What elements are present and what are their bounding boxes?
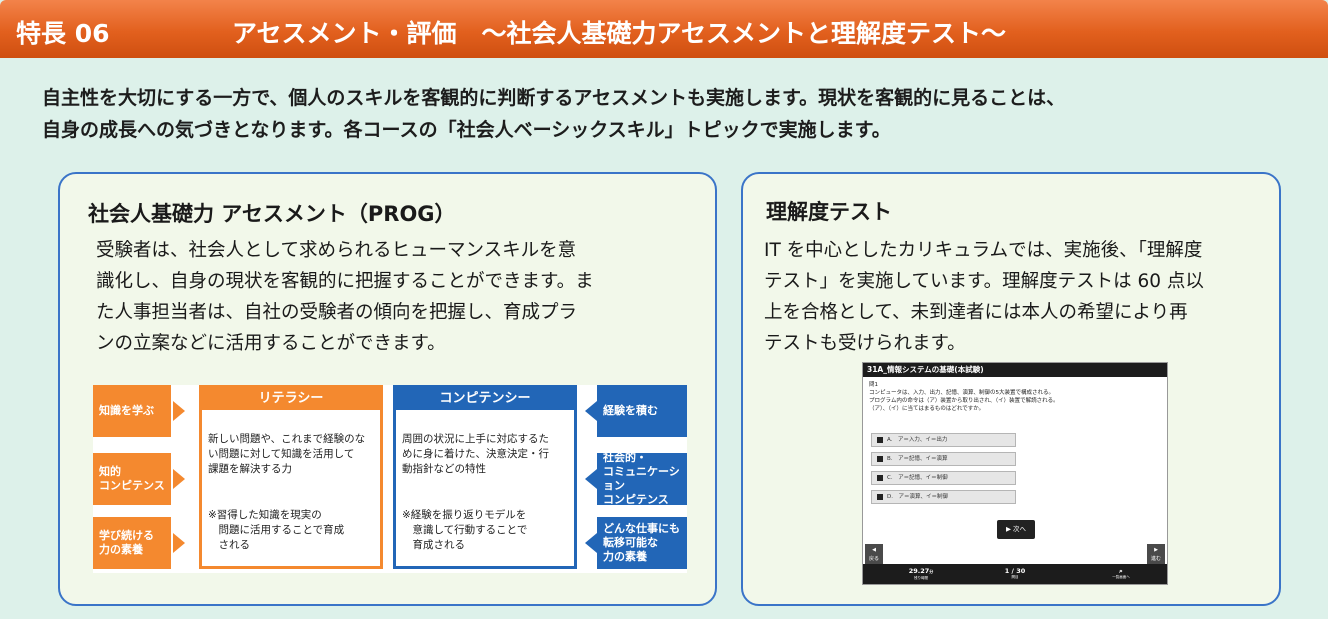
competency-text: 周囲の状況に上手に対応するために身に着けた、決意決定・行動指針などの特性 — [402, 433, 549, 475]
diagram-box-learn-knowledge: 知識を学ぶ — [93, 385, 171, 437]
prog-diagram: 知識を学ぶ 知的コンピテンス 学び続ける力の素養 リテラシー 新しい問題や、これ… — [93, 385, 687, 573]
section-header: 特長 06 アセスメント・評価 ～社会人基礎力アセスメントと理解度テスト～ — [0, 0, 1328, 58]
competency-note: ※経験を振り返りモデルを 意識して行動することで 育成される — [402, 509, 528, 551]
competency-title: コンピテンシー — [396, 388, 574, 410]
test-screenshot: 31A_情報システムの基礎(本試験) 問1 コンピュータは、入力、出力、記憶、演… — [862, 362, 1168, 585]
test-line: テスト」を実施しています。理解度テストは 60 点以 — [764, 271, 1204, 292]
arrow-right-icon — [173, 533, 185, 553]
question-line: プログラム内の命令は（ア）装置から取り出され、（イ）装置で解読される。 — [869, 398, 1059, 404]
answer-option-d[interactable]: D. ア＝演算、イ＝制御 — [871, 490, 1016, 504]
literacy-title: リテラシー — [202, 388, 380, 410]
next-button[interactable]: ▶ 次へ — [997, 520, 1035, 539]
question-line: （ア）、（イ）に当てはまるものはどれですか。 — [869, 406, 985, 412]
prev-nav-button[interactable]: ◀戻る — [865, 544, 883, 564]
section-number: 特長 06 — [16, 19, 110, 48]
next-nav-button[interactable]: ▶進む — [1147, 544, 1165, 564]
exam-question: 問1 コンピュータは、入力、出力、記憶、演算、制御の5大装置で構成される。 プロ… — [869, 381, 1059, 413]
prog-line: ンの立案などに活用することができます。 — [96, 333, 446, 354]
square-icon — [877, 455, 883, 462]
diagram-box-continuous-learning: 学び続ける力の素養 — [93, 517, 171, 569]
prog-line: 受験者は、社会人として求められるヒューマンスキルを意 — [96, 240, 577, 261]
arrow-left-icon — [585, 469, 597, 489]
arrow-left-icon — [585, 401, 597, 421]
square-icon — [877, 474, 883, 481]
section-title: アセスメント・評価 ～社会人基礎力アセスメントと理解度テスト～ — [232, 19, 1007, 48]
diagram-box-social-competence: 社会的・コミュニケーションコンピテンス — [597, 451, 687, 506]
question-label: 問1 — [869, 382, 878, 388]
test-title: 理解度テスト — [766, 200, 892, 224]
diagram-box-intellectual-competence: 知的コンピテンス — [93, 453, 171, 505]
arrow-right-icon — [173, 401, 185, 421]
remaining-time: 29.27分 残り時間 — [908, 567, 934, 580]
prog-line: た人事担当者は、自社の受験者の傾向を把握し、育成プラ — [96, 302, 578, 323]
test-line: 上を合格として、未到達者には本人の希望により再 — [764, 302, 1188, 323]
exam-footer: 29.27分 残り時間 1 / 30 問目 ⌕ 一覧画面へ — [863, 564, 1167, 584]
question-line: コンピュータは、入力、出力、記憶、演算、制御の5大装置で構成される。 — [869, 390, 1055, 396]
diagram-box-transferable-skills: どんな仕事にも転移可能な力の素養 — [597, 517, 687, 569]
answer-option-a[interactable]: A. ア＝入力、イ＝出力 — [871, 433, 1016, 447]
answer-option-b[interactable]: B. ア＝記憶、イ＝演算 — [871, 452, 1016, 466]
list-icon: ⌕ — [1119, 567, 1123, 575]
competency-panel: コンピテンシー 周囲の状況に上手に対応するために身に着けた、決意決定・行動指針な… — [393, 385, 577, 569]
test-description: IT を中心としたカリキュラムでは、実施後、「理解度 テスト」を実施しています。… — [764, 235, 1264, 359]
arrow-right-icon — [173, 469, 185, 489]
intro-line: 自身の成長への気づきとなります。各コースの「社会人ベーシックスキル」トピックで実… — [42, 119, 891, 141]
diagram-box-gain-experience: 経験を積む — [597, 385, 687, 437]
exam-title: 31A_情報システムの基礎(本試験) — [863, 363, 1167, 377]
prog-title: 社会人基礎力 アセスメント（PROG） — [88, 202, 456, 226]
prog-description: 受験者は、社会人として求められるヒューマンスキルを意 識化し、自身の現状を客観的… — [96, 235, 706, 359]
intro-text: 自主性を大切にする一方で、個人のスキルを客観的に判断するアセスメントも実施します… — [42, 82, 1292, 146]
square-icon — [877, 493, 883, 500]
question-progress: 1 / 30 問目 — [1004, 567, 1026, 579]
test-line: IT を中心としたカリキュラムでは、実施後、「理解度 — [764, 240, 1203, 261]
literacy-text: 新しい問題や、これまで経験のない問題に対して知識を活用して課題を解決する力 — [208, 433, 366, 475]
prog-line: 識化し、自身の現状を客観的に把握することができます。ま — [96, 271, 594, 292]
literacy-panel: リテラシー 新しい問題や、これまで経験のない問題に対して知識を活用して課題を解決… — [199, 385, 383, 569]
literacy-note: ※習得した知識を現実の 問題に活用することで育成 される — [208, 509, 345, 551]
list-view-button[interactable]: ⌕ 一覧画面へ — [1112, 567, 1130, 579]
answer-option-c[interactable]: C. ア＝記憶、イ＝制御 — [871, 471, 1016, 485]
square-icon — [877, 436, 883, 443]
test-line: テストも受けられます。 — [764, 333, 966, 354]
arrow-left-icon — [585, 533, 597, 553]
intro-line: 自主性を大切にする一方で、個人のスキルを客観的に判断するアセスメントも実施します… — [42, 87, 1066, 109]
